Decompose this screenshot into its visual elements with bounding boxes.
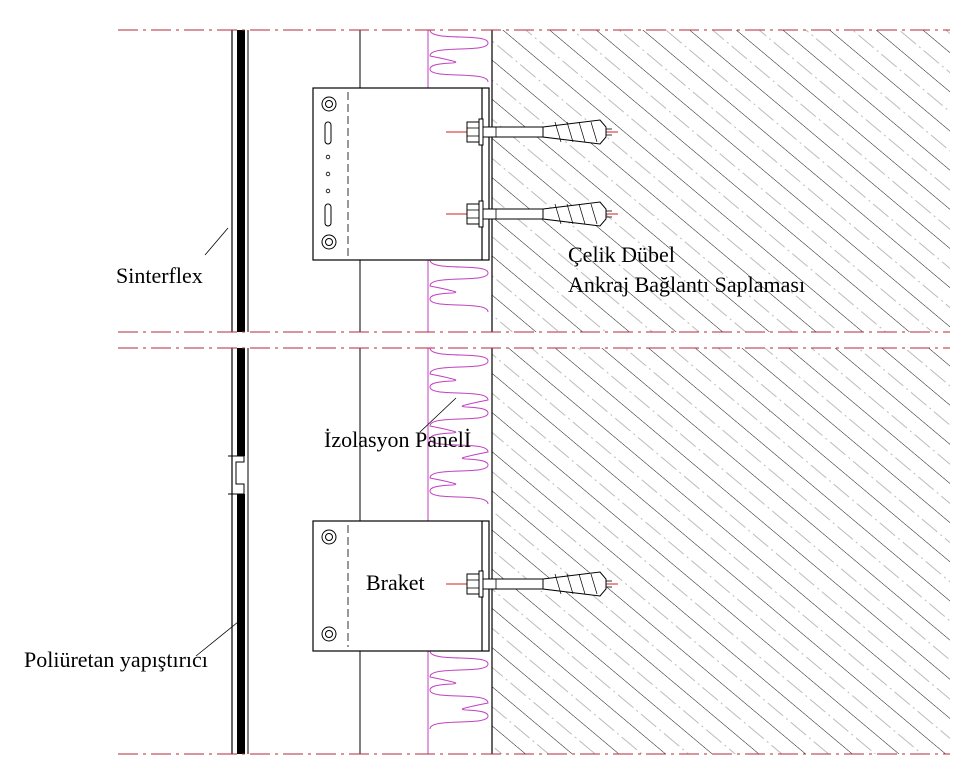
sinterflex-panel-mid	[237, 348, 245, 456]
leader-lines	[195, 227, 457, 657]
label-sinterflex: Sinterflex	[116, 263, 203, 288]
anchor-bolt	[446, 200, 618, 228]
concrete-wall-lower	[492, 348, 950, 754]
sinterflex-panel-upper	[237, 30, 245, 332]
leader-poliuretan	[195, 621, 239, 657]
cladding-layers	[228, 30, 361, 754]
label-ankraj: Ankraj Bağlantı Saplaması	[568, 272, 805, 297]
labels: Sinterflex Çelik Dübel Ankraj Bağlantı S…	[24, 242, 805, 672]
leader-sinterflex	[204, 227, 229, 256]
concrete-wall-upper	[492, 30, 950, 332]
label-poliuretan: Poliüretan yapıştırıcı	[24, 647, 208, 672]
anchor-bolts	[446, 118, 618, 598]
anchor-bolt	[446, 570, 618, 598]
bracket-lower	[312, 520, 490, 652]
leader-izolasyon	[419, 397, 457, 433]
label-izolasyon: İzolasyon Panelİ	[324, 427, 471, 452]
sinterflex-panel-lower	[237, 494, 245, 754]
anchor-bolt	[446, 118, 618, 146]
bracket-upper	[312, 87, 490, 261]
label-celik-dubel: Çelik Dübel	[568, 242, 675, 267]
label-braket: Braket	[366, 570, 425, 595]
centerlines	[118, 29, 950, 755]
concrete-wall	[491, 30, 950, 754]
